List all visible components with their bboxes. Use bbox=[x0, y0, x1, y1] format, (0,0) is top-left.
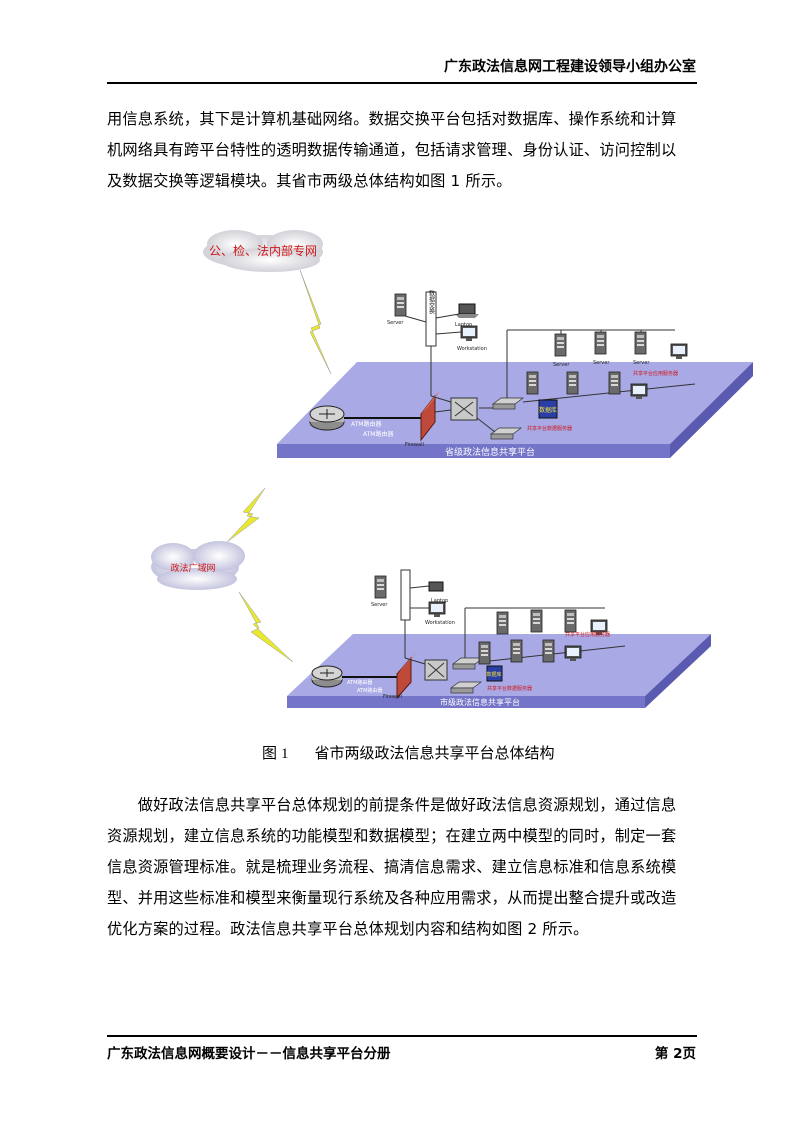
city-platform-label: 市级政法信息共享平台 bbox=[440, 697, 520, 707]
text-line: 优化方案的过程。政法信息共享平台总体规划内容和结构如图 2 所示。 bbox=[107, 920, 589, 938]
province-platform: 省级政法信息共享平台 bbox=[277, 362, 753, 458]
province-app-label: 共享平台应用服务器 bbox=[633, 370, 678, 377]
network-diagram: 公、检、法内部专网 省级政法信息共享平台 ATM路由器 ATM路由器 Firew… bbox=[135, 222, 765, 732]
header-title: 广东政法信息网工程建设领导小组办公室 bbox=[444, 59, 696, 75]
city-platform: 市级政法信息共享平台 bbox=[287, 634, 711, 708]
text-line: 及数据交换等逻辑模块。其省市两级总体结构如图 1 所示。 bbox=[107, 172, 512, 190]
top-cloud: 公、检、法内部专网 bbox=[203, 230, 323, 272]
city-server-label: Server bbox=[371, 602, 388, 608]
caption-number: 1 bbox=[281, 746, 289, 762]
lightning-bolt bbox=[299, 269, 332, 375]
caption-prefix: 图 bbox=[262, 744, 278, 762]
city-router-label: ATM路由器 bbox=[347, 679, 372, 686]
header-rule bbox=[107, 82, 697, 84]
footer-doc-title: 广东政法信息网概要设计－－信息共享平台分册 bbox=[107, 1046, 391, 1062]
province-router-label: ATM路由器 bbox=[351, 420, 381, 428]
province-server-label: Server bbox=[387, 320, 404, 326]
city-workstation-label: Workstation bbox=[425, 620, 455, 626]
text-line: 型、并用这些标准和模型来衡量现行系统及各种应用需求，从而提出整合提升或改造 bbox=[107, 889, 677, 907]
footer-page-number: 第 2页 bbox=[654, 1046, 696, 1062]
province-exchange-label: 数据交换 bbox=[428, 289, 435, 315]
province-server-label: Server bbox=[633, 360, 650, 366]
province-router-sub: ATM路由器 bbox=[363, 430, 393, 438]
province-server-label: Server bbox=[553, 362, 570, 368]
cloud-mid-label: 政法广域网 bbox=[170, 562, 215, 574]
province-platform-label: 省级政法信息共享平台 bbox=[445, 446, 535, 458]
wan-cloud: 政法广域网 bbox=[151, 541, 245, 590]
cloud-top-label: 公、检、法内部专网 bbox=[209, 243, 317, 258]
text-line: 用信息系统，其下是计算机基础网络。数据交换平台包括对数据库、操作系统和计算 bbox=[107, 110, 677, 128]
text-line: 机网络具有跨平台特性的透明数据传输通道，包括请求管理、身份认证、访问控制以 bbox=[107, 141, 677, 159]
caption-text: 省市两级政法信息共享平台总体结构 bbox=[314, 744, 555, 762]
province-db-server-label: 共享平台数据服务器 bbox=[527, 425, 572, 432]
text-line: 资源规划，建立信息系统的功能模型和数据模型；在建立两中模型的同时，制定一套 bbox=[107, 827, 677, 845]
lightning-bolt bbox=[226, 487, 266, 543]
city-router-sub: ATM路由器 bbox=[357, 687, 382, 694]
province-server-label: Server bbox=[593, 360, 610, 366]
province-db-label: 数据库 bbox=[539, 406, 557, 414]
province-workstation-label: Workstation bbox=[457, 346, 487, 352]
lightning-bolt bbox=[238, 591, 294, 663]
city-app-label: 共享平台应用服务器 bbox=[565, 631, 610, 638]
text-line: 信息资源管理标准。就是梳理业务流程、搞清信息需求、建立信息标准和信息系统模 bbox=[107, 858, 677, 876]
body-paragraph: 做好政法信息共享平台总体规划的前提条件是做好政法信息资源规划，通过信息 资源规划… bbox=[107, 790, 699, 945]
city-firewall-label: Firewall bbox=[383, 694, 402, 700]
province-network: ATM路由器 ATM路由器 Firewall 数据交换 Server Lapto… bbox=[309, 289, 696, 448]
footer-rule bbox=[107, 1035, 697, 1037]
city-db-label: 数据库 bbox=[486, 671, 501, 678]
text-line: 做好政法信息共享平台总体规划的前提条件是做好政法信息资源规划，通过信息 bbox=[107, 796, 677, 814]
city-laptop-label: Laptop bbox=[431, 598, 448, 604]
city-network: ATM路由器 ATM路由器 Firewall Server Laptop Wor… bbox=[311, 569, 626, 700]
province-firewall-label: Firewall bbox=[405, 442, 424, 448]
city-db-server-label: 共享平台数据服务器 bbox=[487, 685, 532, 692]
intro-paragraph: 用信息系统，其下是计算机基础网络。数据交换平台包括对数据库、操作系统和计算 机网… bbox=[107, 104, 699, 197]
province-laptop-label: Laptop bbox=[455, 322, 472, 328]
